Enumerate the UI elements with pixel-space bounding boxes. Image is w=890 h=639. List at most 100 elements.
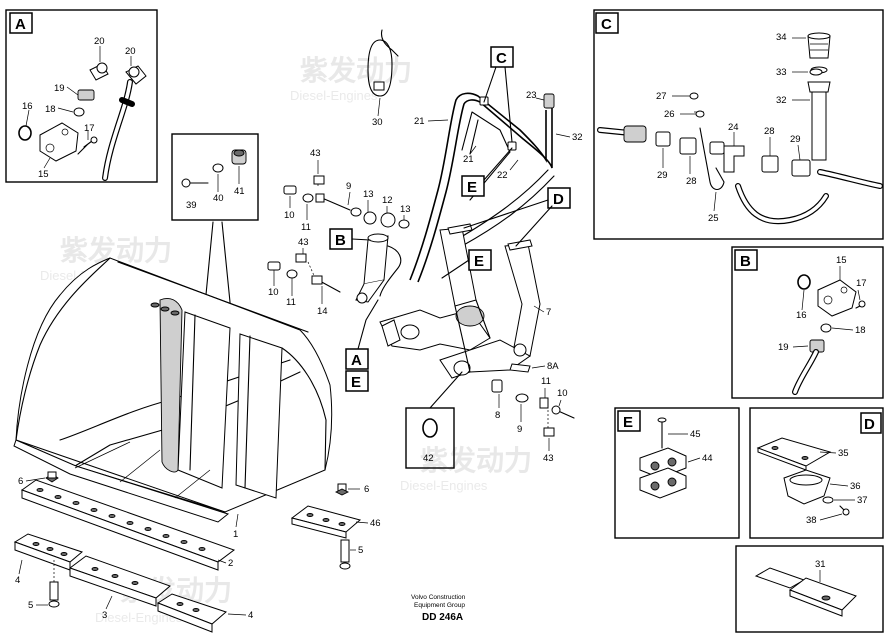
callout-36: 36 — [850, 481, 861, 492]
callout-28b: 28 — [686, 176, 697, 187]
svg-text:紫发动力: 紫发动力 — [300, 54, 412, 87]
callout-42: 42 — [423, 453, 434, 464]
callout-33: 33 — [776, 67, 787, 78]
ref-tag-d: D — [553, 191, 564, 208]
callout-7: 7 — [546, 307, 551, 318]
callout-5a: 5 — [28, 600, 33, 611]
bucket: 1 — [13, 257, 333, 540]
callout-10a: 10 — [284, 210, 295, 221]
callout-35: 35 — [838, 448, 849, 459]
callout-23: 23 — [526, 90, 537, 101]
detail-box-b: B 15 17 16 18 19 — [731, 246, 884, 399]
callout-26: 26 — [664, 109, 675, 120]
loader-linkage: 7 — [379, 223, 551, 379]
callout-4b: 4 — [248, 610, 253, 621]
callout-37: 37 — [857, 495, 868, 506]
cutting-edges: 6 5 4 2 3 4 — [13, 471, 253, 633]
detail-box-oring-42: 42 — [405, 371, 463, 469]
view-label-b: B — [740, 253, 751, 270]
view-reference-tags: C E D B E A E — [329, 46, 571, 392]
callout-9b: 9 — [517, 424, 522, 435]
drawing-code: DD 246A — [422, 612, 463, 623]
callout-12: 12 — [382, 195, 393, 206]
callout-19: 19 — [54, 83, 65, 94]
callout-19b: 19 — [778, 342, 789, 353]
callout-46: 46 — [370, 518, 381, 529]
callout-9: 9 — [346, 181, 351, 192]
svg-text:Diesel-Engines: Diesel-Engines — [400, 478, 488, 493]
callout-15b: 15 — [836, 255, 847, 266]
callout-11b: 11 — [286, 297, 296, 308]
callout-28a: 28 — [764, 126, 775, 137]
callout-34: 34 — [776, 32, 787, 43]
callout-38: 38 — [806, 515, 817, 526]
callout-15: 15 — [38, 169, 49, 180]
callout-21b: 21 — [463, 154, 474, 165]
ref-tag-e-mid: E — [474, 253, 484, 270]
callout-16b: 16 — [796, 310, 807, 321]
callout-11c: 11 — [541, 376, 551, 387]
callout-10b: 10 — [268, 287, 279, 298]
callout-43c: 43 — [543, 453, 554, 464]
watermark: 紫发动力 Diesel-Engines 紫发动力 Diesel-Engines … — [40, 54, 532, 625]
callout-40: 40 — [213, 193, 224, 204]
callout-31: 31 — [815, 559, 826, 570]
callout-20b: 20 — [125, 46, 136, 57]
callout-6b: 6 — [364, 484, 369, 495]
callout-2: 2 — [228, 558, 233, 569]
hardware-group-upper: 43 10 11 9 13 12 13 43 10 11 14 — [267, 148, 411, 317]
cable-tie-30: 30 — [367, 29, 399, 128]
callout-43b: 43 — [298, 237, 309, 248]
callout-8a: 8A — [547, 361, 559, 372]
callout-17: 17 — [84, 123, 95, 134]
detail-box-c: C 34 33 32 27 2 — [593, 9, 884, 240]
svg-text:Volvo Construction: Volvo Construction — [411, 594, 466, 601]
callout-1: 1 — [233, 529, 238, 540]
callout-3: 3 — [102, 610, 107, 621]
callout-39: 39 — [186, 200, 197, 211]
ref-tag-e-top: E — [467, 179, 477, 196]
callout-24: 24 — [728, 122, 739, 133]
detail-box-e: E 45 44 — [614, 407, 740, 539]
callout-25: 25 — [708, 213, 719, 224]
view-label-a: A — [15, 16, 26, 33]
callout-29b: 29 — [657, 170, 668, 181]
callout-4a: 4 — [15, 575, 20, 586]
ref-tag-e-low: E — [351, 374, 361, 391]
callout-6a: 6 — [18, 476, 23, 487]
callout-14: 14 — [317, 306, 328, 317]
ref-tag-a: A — [351, 352, 362, 369]
wear-plate-46: 6 46 5 — [290, 483, 381, 570]
view-label-d: D — [864, 416, 875, 433]
callout-27: 27 — [656, 91, 667, 102]
detail-box-31: 31 — [735, 545, 884, 633]
pipe-assembly: 21 21 22 23 32 — [409, 90, 583, 283]
callout-17b: 17 — [856, 278, 867, 289]
callout-13a: 13 — [363, 189, 374, 200]
drawing-footer: Volvo Construction Equipment Group DD 24… — [411, 594, 466, 623]
callout-21a: 21 — [414, 116, 425, 127]
callout-18b: 18 — [855, 325, 866, 336]
ref-tag-b: B — [335, 232, 346, 249]
callout-29a: 29 — [790, 134, 801, 145]
svg-text:Diesel-Engines: Diesel-Engines — [95, 610, 183, 625]
view-label-c: C — [601, 16, 612, 33]
callout-13b: 13 — [400, 204, 411, 215]
callout-16: 16 — [22, 101, 33, 112]
pivot-pin-hardware: 8A 8 9 11 10 43 — [491, 361, 575, 464]
callout-11a: 11 — [301, 222, 311, 233]
callout-43a: 43 — [310, 148, 321, 159]
callout-10c: 10 — [557, 388, 568, 399]
detail-box-a: A 20 20 19 18 16 17 15 — [5, 9, 158, 183]
callout-32: 32 — [572, 132, 583, 143]
callout-18: 18 — [45, 104, 56, 115]
detail-box-d: D 35 36 37 38 — [749, 407, 884, 539]
svg-text:Diesel-Engines: Diesel-Engines — [290, 88, 378, 103]
callout-44: 44 — [702, 453, 713, 464]
hydraulic-cylinder — [355, 233, 402, 304]
view-label-e: E — [623, 414, 633, 431]
callout-5b: 5 — [358, 545, 363, 556]
callout-8: 8 — [495, 410, 500, 421]
svg-text:紫发动力: 紫发动力 — [420, 444, 532, 477]
callout-22: 22 — [497, 170, 508, 181]
